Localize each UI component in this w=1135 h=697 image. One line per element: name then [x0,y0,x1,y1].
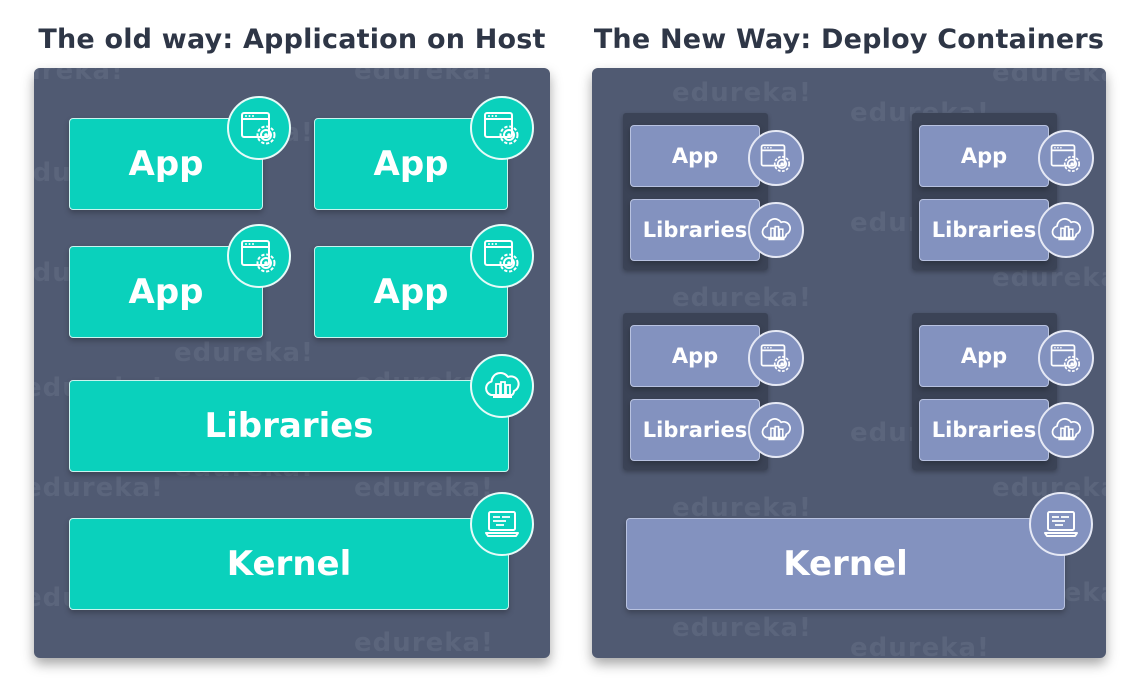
app-box: App [630,325,760,387]
libraries-label: Libraries [931,218,1037,242]
app-label: App [373,272,449,312]
watermark: edureka! [34,68,124,86]
app-window-gear-icon [227,96,291,160]
app-window-gear-icon [1038,330,1094,386]
app-box: App [919,125,1049,187]
cloud-books-icon [748,402,804,458]
app-window-gear-icon [1038,130,1094,186]
libraries-label: Libraries [931,418,1037,442]
app-label: App [671,344,719,368]
app-window-gear-icon [470,224,534,288]
watermark: edureka! [354,68,494,86]
laptop-code-icon [1029,492,1093,556]
kernel-box: Kernel [626,518,1065,610]
app-label: App [373,144,449,184]
libraries-box: Libraries [919,399,1049,461]
laptop-code-icon [470,492,534,556]
app-label: App [960,344,1008,368]
watermark: edureka! [850,633,990,658]
watermark: edureka! [354,473,494,503]
libraries-label: Libraries [642,218,748,242]
libraries-box: Libraries [630,399,760,461]
new-way-panel: edureka! edureka! edureka! edureka! edur… [592,68,1106,658]
app-window-gear-icon [748,330,804,386]
app-box: App [630,125,760,187]
old-way-panel: edureka! edureka! edureka! edureka! edur… [34,68,550,658]
kernel-label: Kernel [783,544,908,584]
cloud-books-icon [1038,202,1094,258]
right-title: The New Way: Deploy Containers [593,24,1105,55]
libraries-box: Libraries [919,199,1049,261]
app-window-gear-icon [470,96,534,160]
cloud-books-icon [1038,402,1094,458]
libraries-label: Libraries [642,418,748,442]
kernel-box: Kernel [69,518,509,610]
left-title: The old way: Application on Host [38,24,546,55]
app-box: App [919,325,1049,387]
watermark: edureka! [34,473,164,503]
libraries-box: Libraries [69,380,509,472]
watermark: edureka! [354,628,494,658]
cloud-books-icon [748,202,804,258]
cloud-books-icon [470,354,534,418]
app-label: App [671,144,719,168]
app-window-gear-icon [227,224,291,288]
app-label: App [128,144,204,184]
watermark: edureka! [672,78,812,108]
app-label: App [960,144,1008,168]
app-label: App [128,272,204,312]
watermark: edureka! [174,338,314,368]
libraries-box: Libraries [630,199,760,261]
watermark: edureka! [992,68,1106,88]
watermark: edureka! [672,283,812,313]
libraries-label: Libraries [204,406,374,446]
kernel-label: Kernel [226,544,352,584]
watermark: edureka! [672,613,812,643]
app-window-gear-icon [748,130,804,186]
